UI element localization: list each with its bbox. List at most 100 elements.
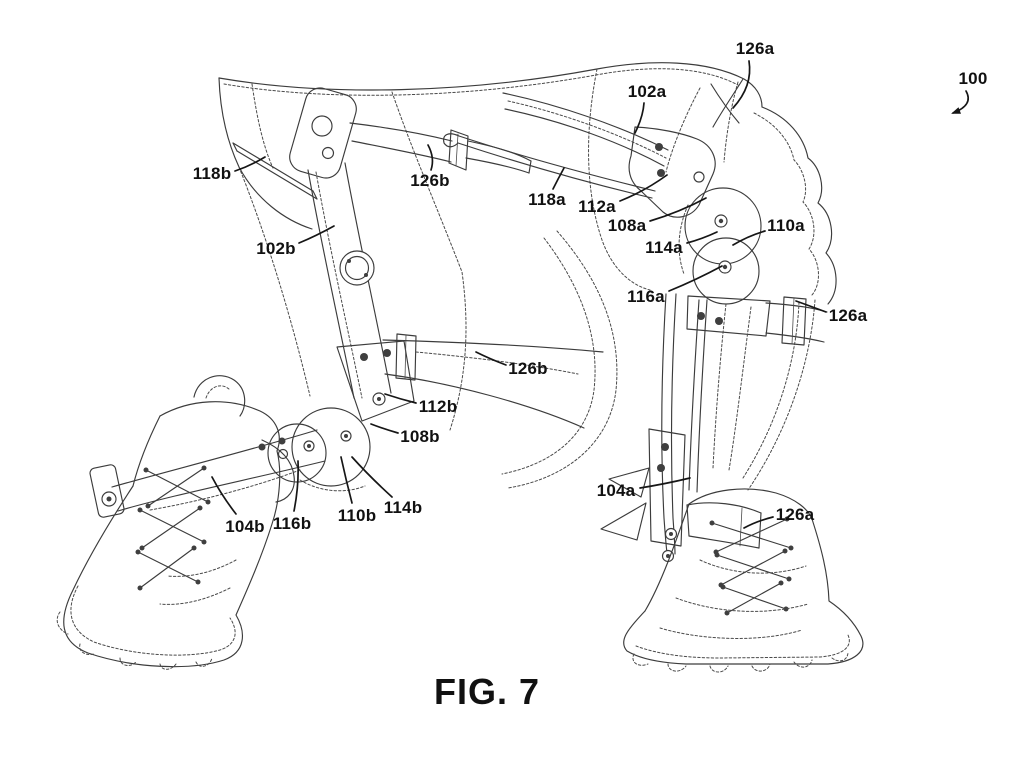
ref-label-104b-16: 104b: [225, 517, 265, 536]
eyelet: [191, 545, 197, 551]
pelvis-fold-2: [391, 91, 467, 431]
strap-tail-end: [528, 160, 532, 174]
left-knee-upper-bracket: [336, 340, 415, 422]
left-laces: [137, 467, 209, 589]
leader-line-126b-4: [427, 144, 434, 171]
ref-label-112a-6: 112a: [578, 197, 616, 216]
right-bracket-pivot: [693, 171, 705, 183]
right-laces: [711, 518, 792, 614]
ref-label-126a-1: 126a: [735, 39, 775, 58]
right-ankle-rivet-2: [657, 464, 665, 472]
ref-label-126b-13: 126b: [508, 359, 548, 378]
ref-label-118a-5: 118a: [528, 190, 566, 209]
right-ankle-pivot-1-dot: [669, 532, 673, 536]
eyelet: [201, 539, 207, 545]
leader-line-102b-10: [298, 225, 335, 244]
ref-label-116b-17: 116b: [272, 514, 312, 533]
ref-label-110b-18: 110b: [337, 506, 377, 525]
knee-buckle-bar: [791, 297, 795, 345]
right-strap-mount-plate: [686, 295, 771, 337]
ref-label-126a-21: 126a: [775, 505, 815, 524]
left-boot-collar: [159, 401, 280, 452]
right-boot-sole-inner: [635, 634, 850, 659]
left-mid-strap-top: [382, 339, 604, 353]
left-boot: [56, 375, 281, 670]
right-knee-bracket: [628, 126, 716, 218]
leader-line-126a-21: [743, 516, 774, 529]
buckle-bar: [455, 133, 459, 167]
left-boot-eyelets: [135, 465, 211, 591]
left-hip-pivot: [311, 115, 333, 137]
leader-line-104b-16: [211, 476, 237, 515]
right-rear-bar-a: [688, 299, 700, 491]
waist-hip-assembly: [218, 62, 837, 431]
leader-line-114a-9: [686, 231, 718, 244]
leader-line-100-0: [952, 90, 970, 114]
leader-line-108b-15: [370, 423, 399, 434]
right-cam-lower-dot: [722, 264, 728, 270]
leader-line-116b-17: [293, 460, 300, 512]
right-boot-panel-1: [659, 627, 803, 639]
right-ankle-strap-top: [686, 502, 762, 514]
left-hip-screw: [321, 146, 335, 160]
eyelet: [709, 520, 715, 526]
right-shank-bar-outer: [661, 293, 668, 554]
eyelet: [778, 580, 784, 586]
leader-line-112b-14: [384, 393, 417, 404]
ref-label-114a-9: 114a: [645, 238, 683, 257]
left-mid-strap-bottom: [384, 373, 585, 429]
ref-label-116a-11: 116a: [627, 287, 665, 306]
left-cam-pivot-2-dot: [307, 444, 311, 448]
ref-label-114b-19: 114b: [383, 498, 423, 517]
leader-line-126a-12: [795, 300, 827, 313]
left-thigh-link-outer: [307, 169, 355, 399]
right-ankle-flag-1: [608, 467, 650, 498]
eyelet: [788, 545, 794, 551]
leader-line-102a-2: [634, 102, 645, 134]
right-ankle-strap-bottom: [688, 535, 760, 549]
right-knee-strap-bottom: [765, 332, 825, 343]
left-thigh-link-shade: [315, 171, 363, 399]
eyelet: [135, 549, 141, 555]
ref-label-108a-7: 108a: [607, 216, 647, 235]
right-boot-front-edge: [644, 503, 690, 612]
left-upper-strap-tail-bottom: [465, 157, 530, 174]
ref-label-104a-20: 104a: [596, 481, 636, 500]
eyelet: [718, 582, 724, 588]
waist-band-inner-edge: [223, 68, 739, 96]
eyelet: [205, 499, 211, 505]
left-thigh-outer-fold: [238, 166, 311, 397]
right-boot-quarter: [699, 559, 807, 574]
right-hip-shell-inner: [753, 112, 819, 296]
left-leg-assembly: [89, 87, 618, 518]
hip-strap-cross-2: [712, 78, 744, 128]
left-hip-bracket: [289, 87, 357, 179]
rod-118a-hook: [443, 133, 460, 148]
left-ankle-pivot-dot: [106, 496, 112, 502]
bracket-rivet-1: [360, 353, 368, 361]
ref-label-102b-10: 102b: [256, 239, 296, 258]
right-bracket-rivet-1: [655, 143, 663, 151]
leader-line-116a-11: [668, 265, 723, 292]
right-bracket-rivet-2: [657, 169, 665, 177]
right-shin-fold-2: [728, 306, 752, 471]
left-ankle-bracket: [89, 464, 125, 518]
right-sole-lugs: [632, 651, 849, 673]
left-shank-rivet-1: [278, 437, 286, 445]
leader-line-118b-3: [234, 156, 266, 172]
leader-line-110b-18: [340, 456, 353, 504]
left-shank-link-outer: [111, 429, 318, 488]
right-ankle-strap-bar: [739, 507, 743, 547]
left-mid-strap-buckle: [395, 333, 417, 381]
leader-line-126a-1: [732, 60, 751, 109]
eyelet: [782, 548, 788, 554]
ref-label-126a-12: 126a: [828, 306, 868, 325]
right-boot-panel-2: [675, 597, 809, 612]
right-leg-assembly: [443, 92, 828, 563]
ref-label-126b-4: 126b: [410, 171, 450, 190]
leader-line-110a-8: [732, 230, 766, 246]
right-thigh-rod-118a-b: [457, 142, 653, 199]
eyelet: [197, 505, 203, 511]
dial-screw-2: [364, 273, 368, 277]
